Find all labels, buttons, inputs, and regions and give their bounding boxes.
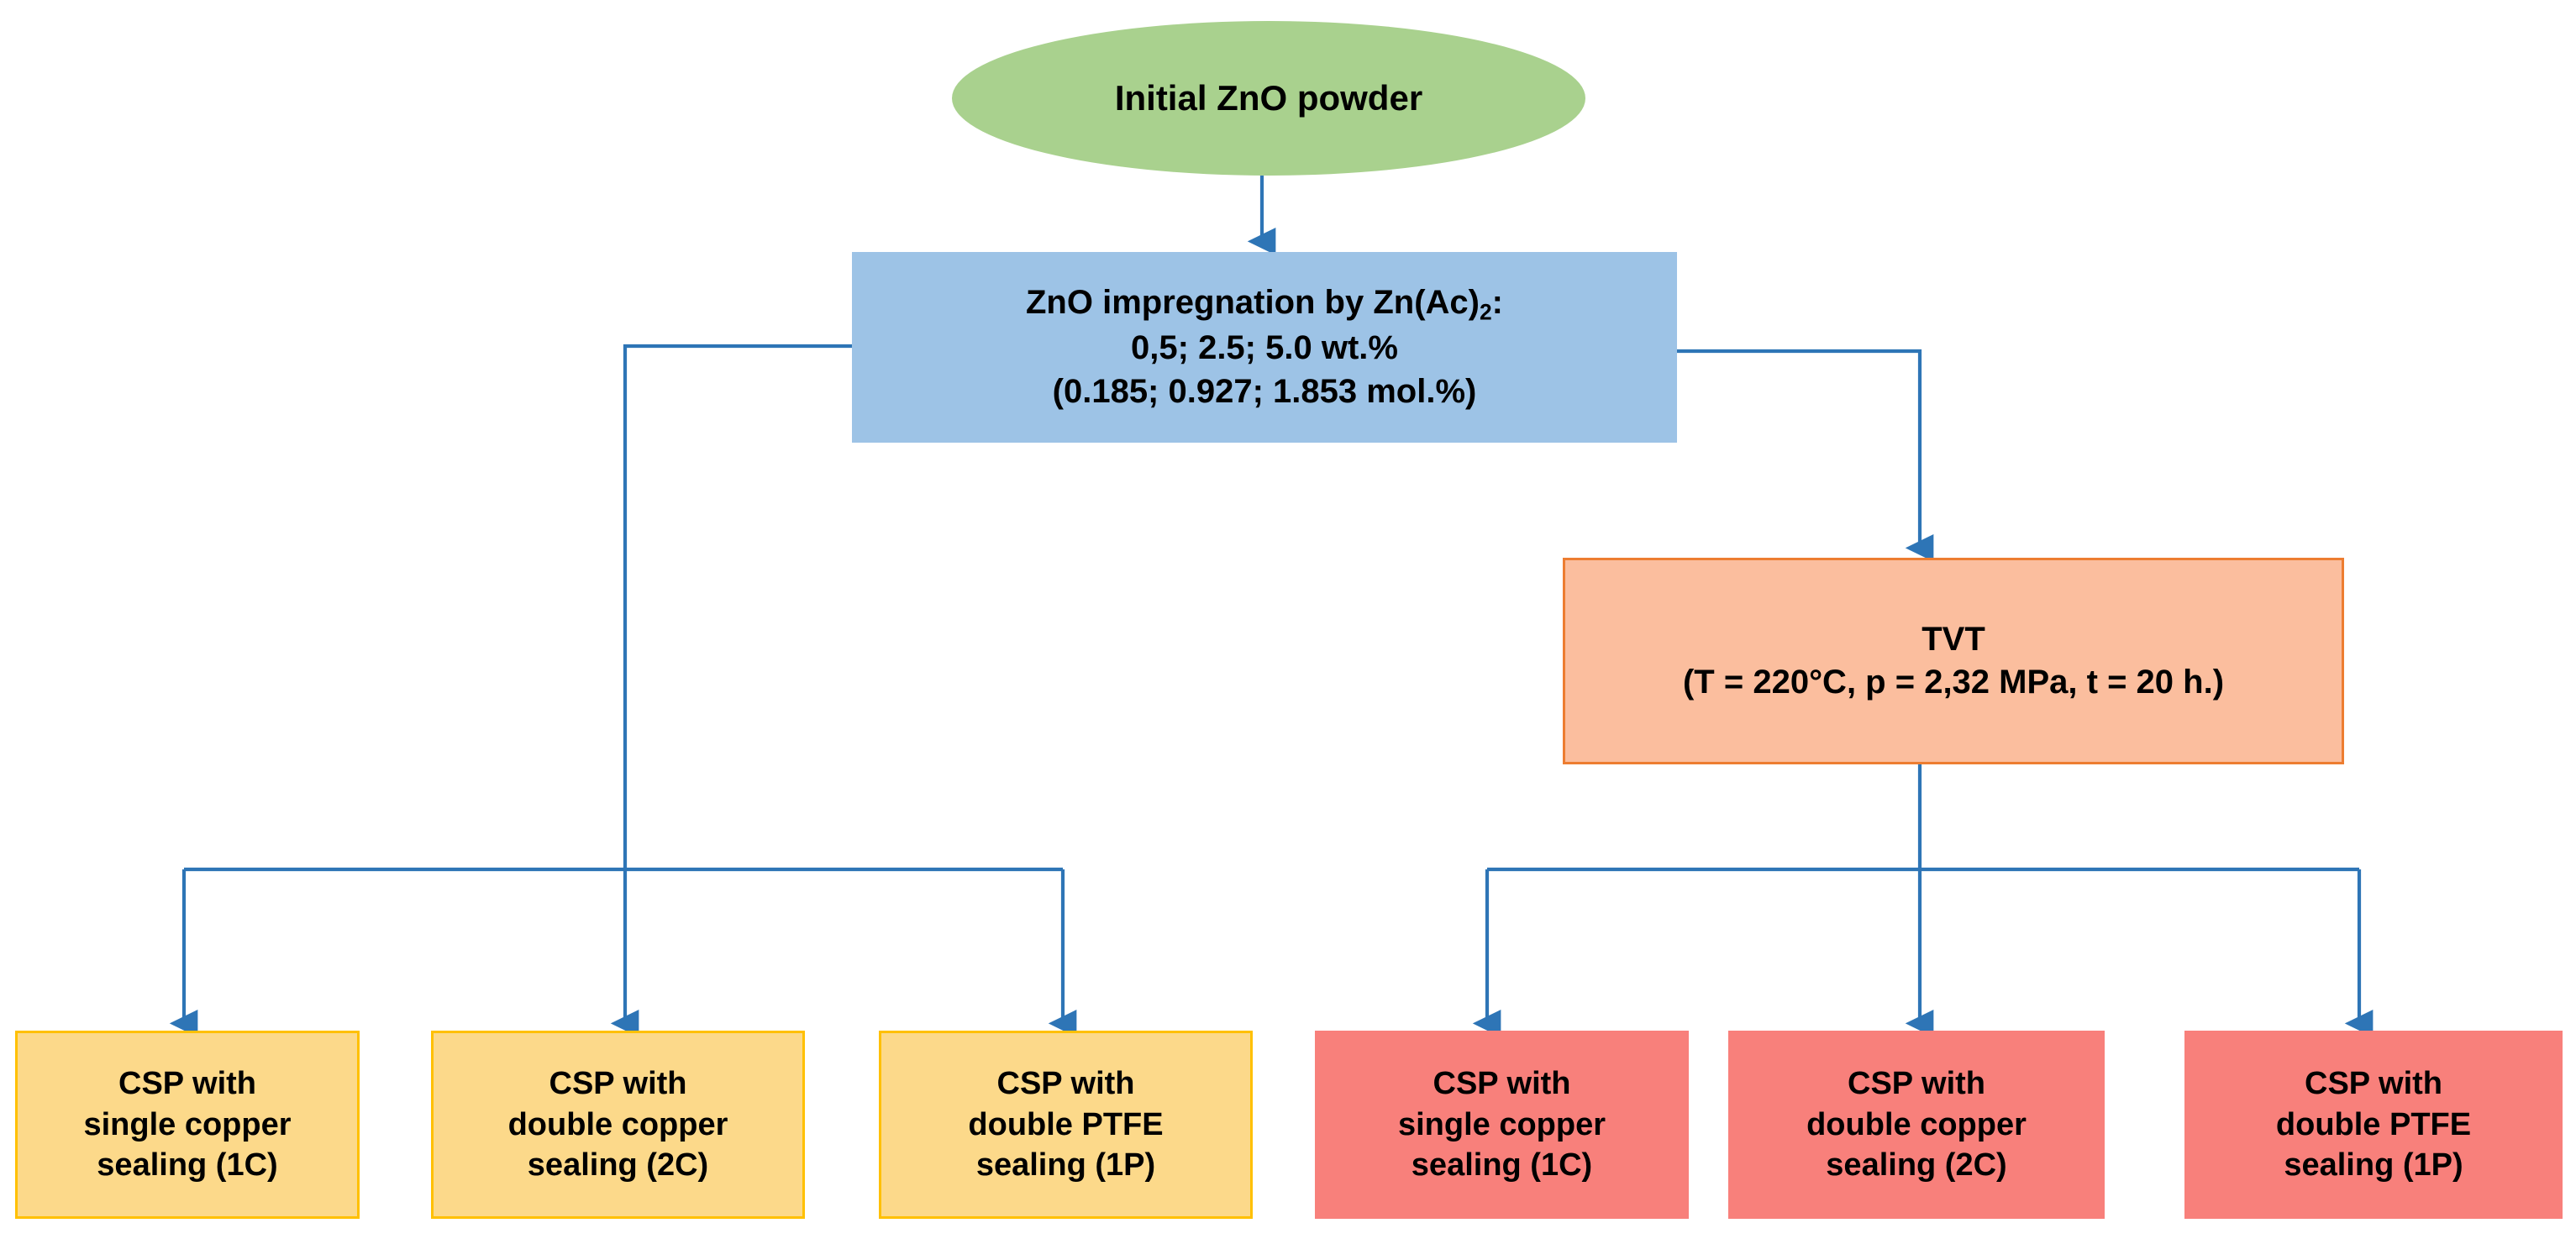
node-tvt-csp-2c-label: CSP with double copper sealing (2C) [1806,1066,2027,1184]
node-tvt[interactable]: TVT (T = 220°C, p = 2,32 MPa, t = 20 h.) [1563,558,2344,764]
node-zno-impregnation-line2: 0,5; 2.5; 5.0 wt.% [1131,329,1398,367]
node-zno-impregnation[interactable]: ZnO impregnation by Zn(Ac)2: 0,5; 2.5; 5… [852,252,1677,443]
node-tvt-csp-1p-label: CSP with double PTFE sealing (1P) [2275,1066,2472,1184]
edge-impregnation-to-untreated-bus [623,344,852,869]
node-initial-zno-powder-label: Initial ZnO powder [1114,78,1423,118]
node-zno-impregnation-line1: ZnO impregnation by Zn(Ac)2: [852,281,1677,327]
node-untreated-csp-1p[interactable]: CSP with double PTFE sealing (1P) [879,1031,1253,1219]
node-tvt-csp-1c-label: CSP with single copper sealing (1C) [1397,1066,1606,1184]
node-zno-impregnation-line3: (0.185; 0.927; 1.853 mol.%) [1052,372,1477,410]
node-untreated-csp-1p-label: CSP with double PTFE sealing (1P) [968,1066,1164,1184]
node-untreated-csp-1c[interactable]: CSP with single copper sealing (1C) [15,1031,360,1219]
node-untreated-csp-2c[interactable]: CSP with double copper sealing (2C) [431,1031,805,1219]
node-tvt-csp-2c[interactable]: CSP with double copper sealing (2C) [1728,1031,2105,1219]
node-tvt-csp-1c[interactable]: CSP with single copper sealing (1C) [1315,1031,1689,1219]
edge-impregnation-to-tvt [1677,349,1934,562]
node-zno-impregnation-line1-colon: : [1491,284,1503,322]
node-untreated-csp-1c-label: CSP with single copper sealing (1C) [83,1066,292,1184]
node-initial-zno-powder[interactable]: Initial ZnO powder [952,21,1585,176]
node-untreated-csp-2c-label: CSP with double copper sealing (2C) [507,1066,728,1184]
node-tvt-csp-1p[interactable]: CSP with double PTFE sealing (1P) [2184,1031,2563,1219]
node-tvt-line2: (T = 220°C, p = 2,32 MPa, t = 20 h.) [1682,664,2225,701]
node-tvt-line1: TVT [1921,620,1985,658]
node-zno-impregnation-line1-text: ZnO impregnation by Zn(Ac) [1026,284,1480,322]
node-zno-impregnation-line1-subscript: 2 [1479,299,1492,325]
